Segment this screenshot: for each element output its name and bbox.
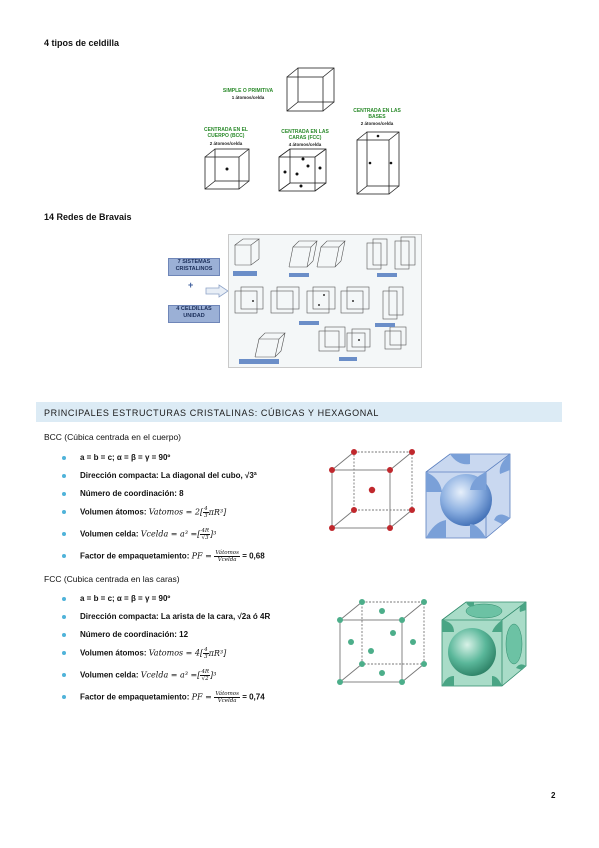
bcc-prop-cell-volume: Volumen celda: Vcelda = a³ =[4R√3]³ — [56, 528, 265, 550]
bravais-lattice-figure — [228, 234, 422, 368]
bcc-heading: BCC (Cúbica centrada en el cuerpo) — [44, 432, 182, 442]
bravais-heading: 14 Redes de Bravais — [44, 212, 132, 222]
fcc-cell-label: CENTRADA EN LAS CARAS (FCC) — [281, 129, 329, 141]
bcc-cell-label: CENTRADA EN EL CUERPO (BCC) — [204, 127, 248, 139]
fcc-sphere-model-figure — [441, 601, 527, 687]
bases-cell-label: CENTRADA EN LAS BASES — [353, 108, 401, 120]
bcc-properties-list: a = b = c; α = β = γ = 90º Dirección com… — [56, 452, 265, 572]
page-number: 2 — [551, 791, 556, 800]
cell-types-figure — [204, 67, 400, 195]
bcc-sphere-model-figure — [425, 453, 511, 539]
base-centered-cube-icon — [356, 131, 400, 195]
fcc-cell-atoms: 4 átomos/celda — [288, 142, 322, 147]
bravais-cells-box: 4 CELDILLAS UNIDAD — [168, 305, 220, 323]
bravais-arrow-icon — [205, 284, 229, 298]
bravais-systems-box: 7 SISTEMAS CRISTALINOS — [168, 258, 220, 276]
section-title: PRINCIPALES ESTRUCTURAS CRISTALINAS: CÚB… — [44, 408, 380, 418]
fcc-cube-icon — [278, 148, 327, 192]
fcc-prop-coordination: Número de coordinación: 12 — [56, 629, 270, 647]
simple-cell-atoms: 1 átomos/celda — [231, 95, 265, 100]
simple-cube-icon — [286, 67, 335, 112]
fcc-prop-params: a = b = c; α = β = γ = 90º — [56, 593, 270, 611]
bcc-lattice-figure — [329, 449, 415, 531]
bases-cell-atoms: 2 átomos/celda — [360, 121, 394, 126]
section-bar — [36, 402, 562, 422]
bcc-cell-atoms: 2 átomos/celda — [209, 141, 243, 146]
bcc-cube-icon — [204, 148, 250, 190]
cell-types-heading: 4 tipos de celdilla — [44, 38, 120, 48]
fcc-prop-direction: Dirección compacta: La arista de la cara… — [56, 611, 270, 629]
fcc-properties-list: a = b = c; α = β = γ = 90º Dirección com… — [56, 593, 270, 713]
fcc-prop-cell-volume: Volumen celda: Vcelda = a³ =[4R√2]³ — [56, 669, 270, 691]
bcc-prop-direction: Dirección compacta: La diagonal del cubo… — [56, 470, 265, 488]
bcc-prop-params: a = b = c; α = β = γ = 90º — [56, 452, 265, 470]
bravais-plus: + — [188, 280, 194, 290]
fcc-heading: FCC (Cubica centrada en las caras) — [44, 574, 180, 584]
simple-cell-label: SIMPLE O PRIMITIVA — [222, 88, 274, 94]
fcc-lattice-figure — [337, 599, 427, 685]
bcc-prop-coordination: Número de coordinación: 8 — [56, 488, 265, 506]
